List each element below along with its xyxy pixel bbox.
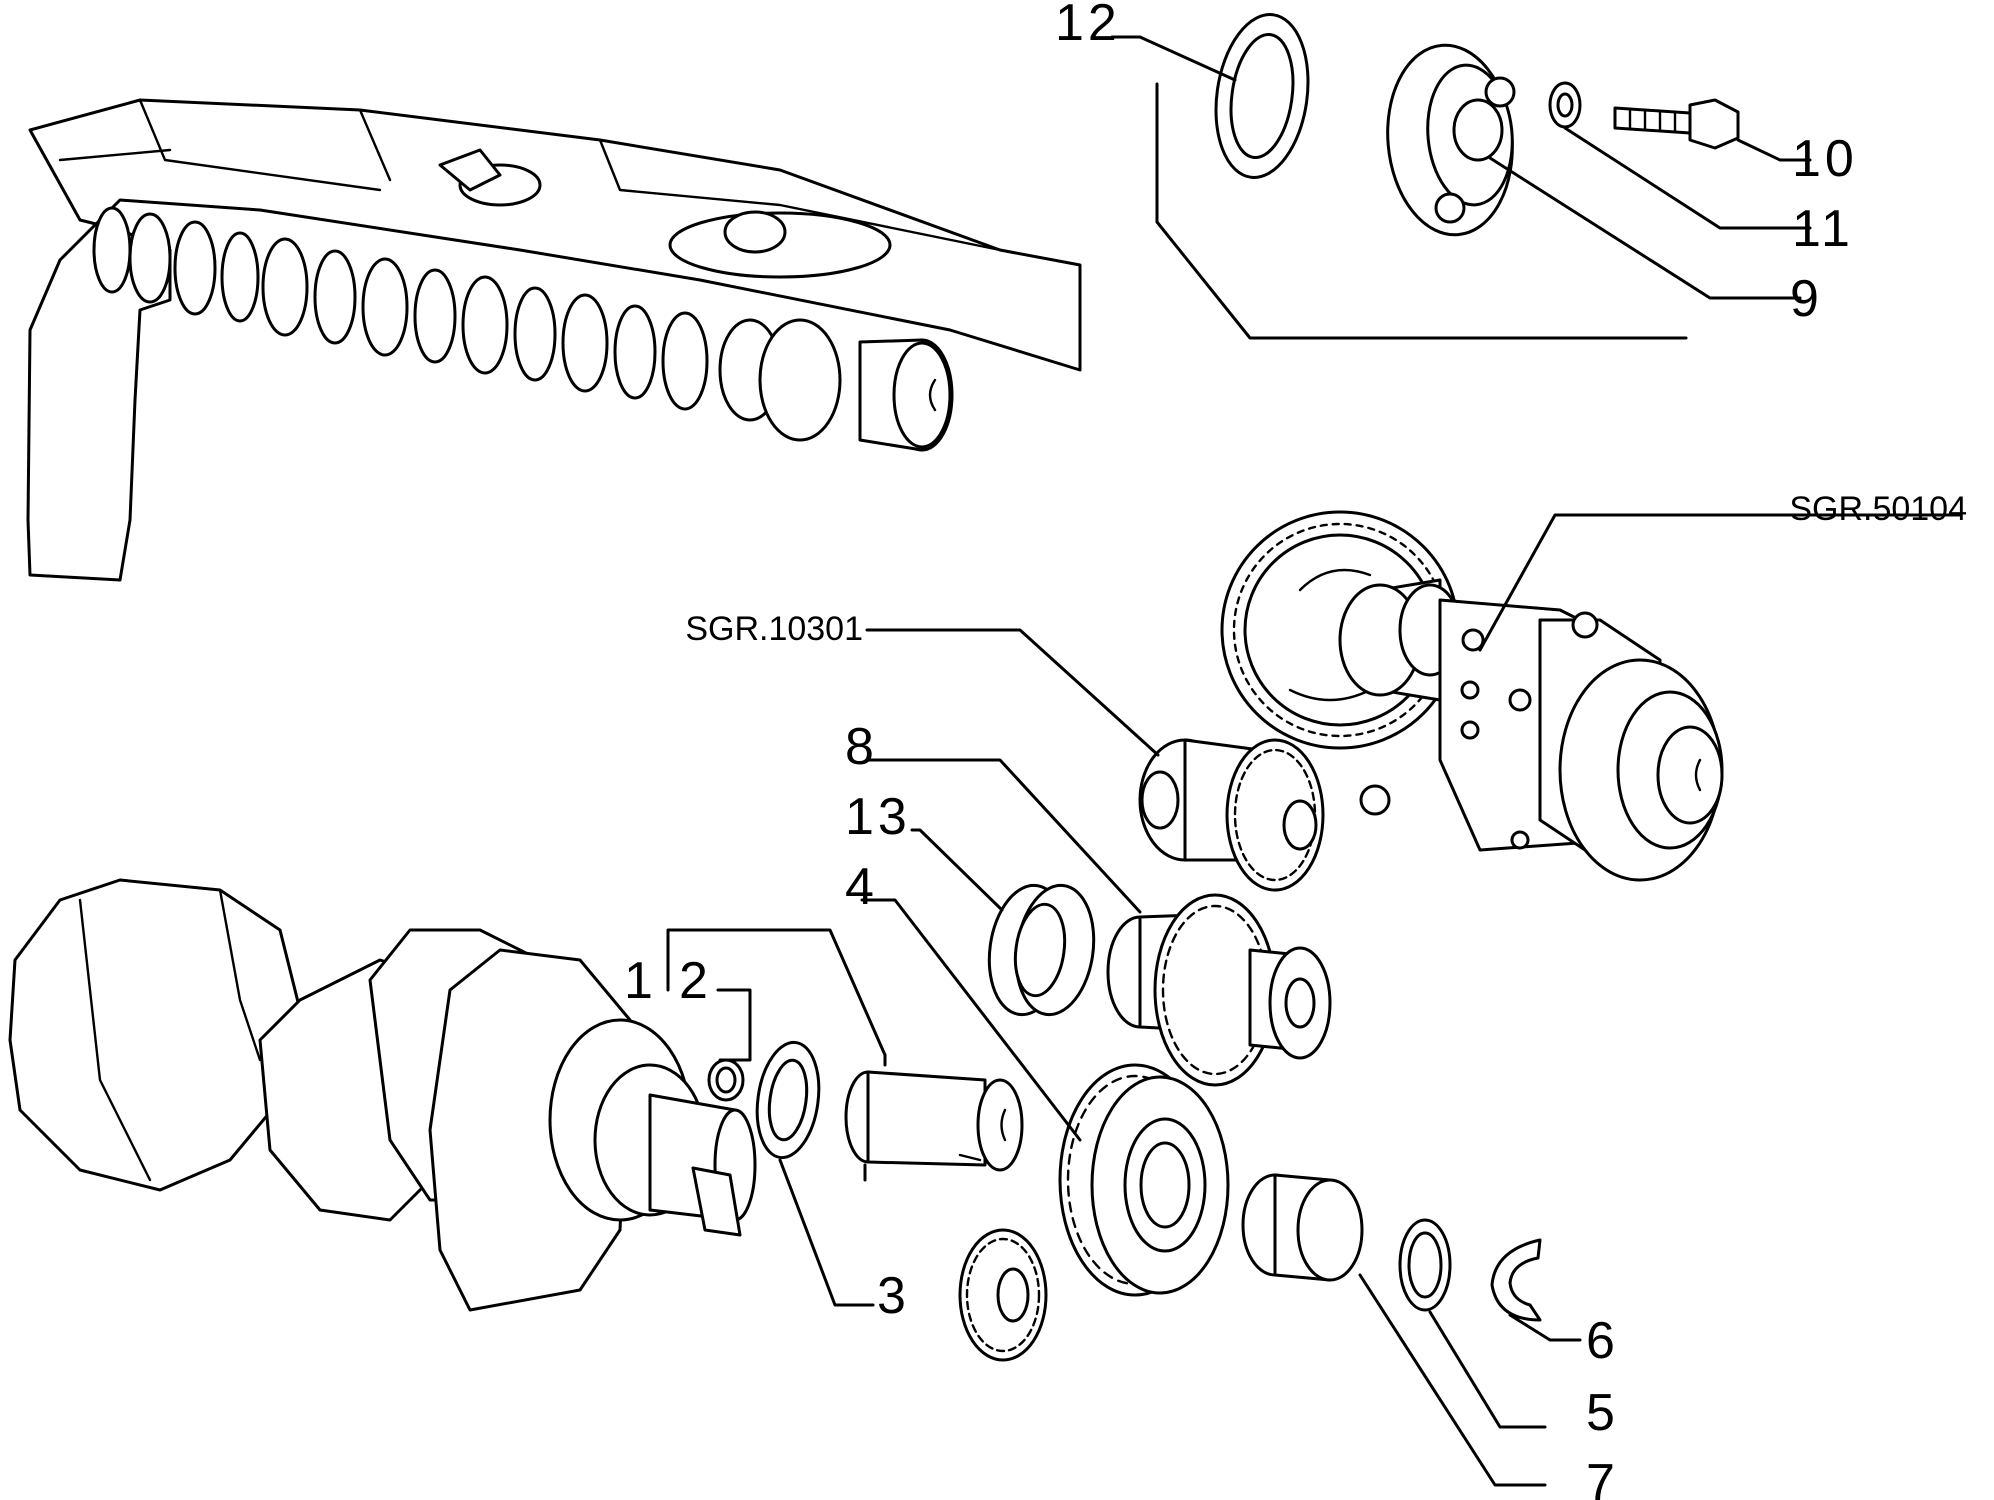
crankshaft xyxy=(8,878,757,1312)
callout-5: 5 xyxy=(1586,1384,1619,1442)
bushing-7 xyxy=(1241,1173,1364,1282)
callout-10: 10 xyxy=(1792,130,1858,188)
ref-label-sgr-10301: SGR.10301 xyxy=(685,610,863,648)
ring-2 xyxy=(707,1058,745,1102)
engine-head-camshaft xyxy=(26,98,1082,582)
callout-13: 13 xyxy=(845,788,911,846)
seal-13 xyxy=(987,883,1096,1017)
callout-3: 3 xyxy=(877,1267,910,1325)
callout-7: 7 xyxy=(1586,1454,1619,1500)
callout-11: 11 xyxy=(1792,200,1854,258)
ref-label-sgr-50104: SGR.50104 xyxy=(1789,490,1967,528)
callout-2: 2 xyxy=(679,952,712,1010)
pinion-assembly xyxy=(1138,738,1325,892)
cover-9 xyxy=(1386,43,1516,237)
callout-6: 6 xyxy=(1586,1312,1619,1370)
bolt-10 xyxy=(1613,98,1740,150)
callout-9: 9 xyxy=(1790,270,1823,328)
callout-8: 8 xyxy=(845,718,878,776)
balancer-pump-assembly xyxy=(1220,510,1724,882)
shaft-1 xyxy=(844,1070,1024,1172)
callout-1: 1 xyxy=(624,952,657,1010)
seal-3 xyxy=(755,1040,821,1160)
clip-6 xyxy=(1490,1238,1542,1322)
seal-12 xyxy=(1214,13,1310,179)
ring-5 xyxy=(1398,1218,1452,1312)
washer-11 xyxy=(1548,81,1582,129)
callout-4: 4 xyxy=(845,858,878,916)
callout-12: 12 xyxy=(1055,0,1121,52)
gear-assembly-8 xyxy=(1106,893,1332,1087)
camshaft xyxy=(92,206,954,452)
small-gear xyxy=(958,1228,1048,1362)
gear-4 xyxy=(1058,1063,1230,1297)
